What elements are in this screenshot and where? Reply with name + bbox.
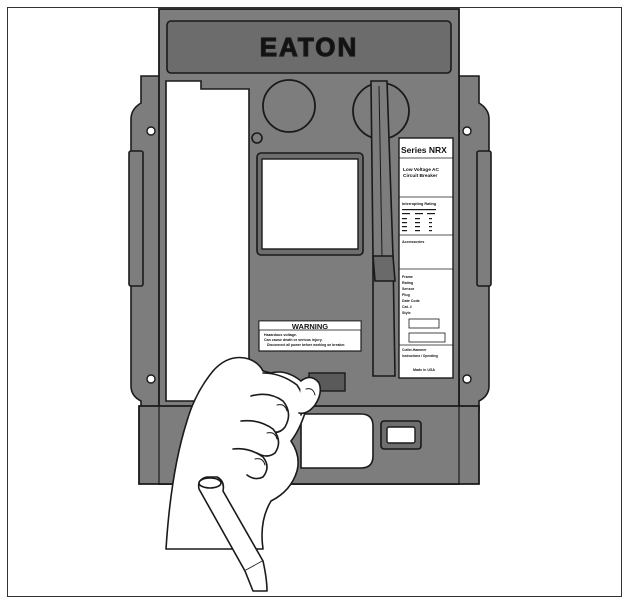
left-label-area xyxy=(165,80,250,402)
eaton-logo: EATON xyxy=(260,32,359,62)
nameplate-interrupting-rating: Interrupting Rating xyxy=(402,202,437,206)
right-mounting-rail xyxy=(458,75,492,412)
nameplate-footer1: Cutler-Hammer xyxy=(402,348,427,352)
nameplate-made-in: Made in USA xyxy=(413,368,435,372)
racking-access-opening xyxy=(300,413,374,469)
nameplate-field-style: Style xyxy=(402,311,411,315)
nameplate-field-rating: Rating xyxy=(402,281,413,285)
small-round-indicator xyxy=(251,132,263,144)
left-mounting-rail xyxy=(128,75,162,412)
hand-with-screwdriver xyxy=(165,356,322,550)
rating-table xyxy=(402,209,436,232)
nameplate-field-date-code: Date Code xyxy=(402,299,420,303)
nameplate-footer2: Instructions / Operating xyxy=(402,354,438,358)
nameplate-field-plug: Plug xyxy=(402,293,410,297)
left-mounting-hole-upper xyxy=(146,126,156,136)
warning-line2: Can cause death or serious injury. xyxy=(264,338,322,342)
nameplate-field-cat: Cat. # xyxy=(402,305,412,309)
warning-line1: Hazardous voltage. xyxy=(264,333,297,337)
nameplate-series: Series NRX xyxy=(401,145,447,155)
position-indicator-window xyxy=(386,426,416,444)
nameplate-product-line2: Circuit Breaker xyxy=(403,173,438,179)
nameplate-product-line1: Low Voltage AC xyxy=(403,167,440,173)
right-mounting-hole-upper xyxy=(462,126,472,136)
round-push-button xyxy=(262,79,316,133)
logo-bar xyxy=(166,20,452,74)
right-mounting-hole-lower xyxy=(462,374,472,384)
left-mounting-hole-lower xyxy=(146,374,156,384)
screwdriver xyxy=(197,476,268,592)
warning-line3: Disconnect all power before working on b… xyxy=(267,343,345,347)
nameplate-field-sensor: Sensor xyxy=(402,287,415,291)
illustration-frame: EATON Series NRX Low Voltage AC Circuit … xyxy=(7,7,622,597)
barcode-box-lower xyxy=(408,332,446,343)
charging-handle xyxy=(370,80,396,377)
warning-title: WARNING xyxy=(292,322,328,331)
barcode-box-upper xyxy=(408,318,440,329)
nameplate-accessories: Accessories xyxy=(402,240,424,244)
breaker-front-panel-illustration: EATON Series NRX Low Voltage AC Circuit … xyxy=(128,8,492,592)
trip-unit-display xyxy=(261,158,359,250)
nameplate-field-frame: Frame xyxy=(402,275,413,279)
